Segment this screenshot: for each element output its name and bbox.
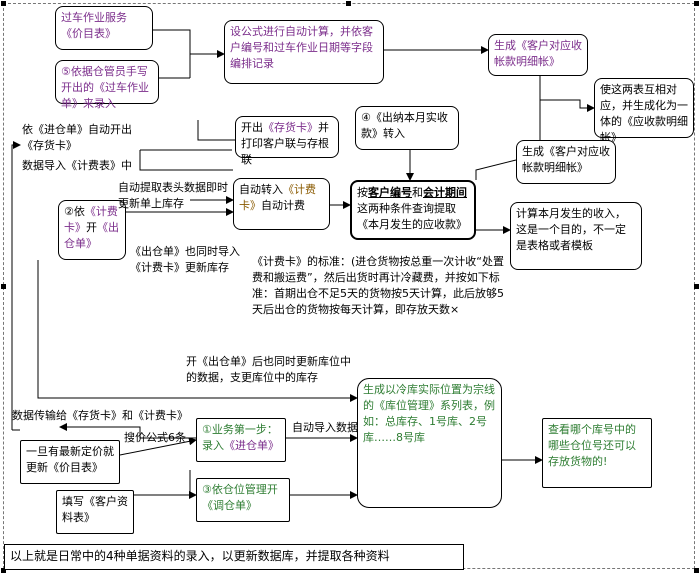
update-price-list-box: 一旦有最新定价就更新《价目表》 <box>20 440 120 484</box>
receivable-detail-box-2: 生成《客户对应收帐款明细帐》 <box>516 140 616 184</box>
open-stock-card-box: 开出《存货卡》并打印客户联与存根联 <box>235 116 339 166</box>
text: ①业务第一步：录入 <box>202 423 278 452</box>
cashier-income-box: ④《出纳本月实收款》转入 <box>355 106 459 150</box>
billing-card-outbound-box: ②依《计费卡》开《出仓单》 <box>58 200 126 260</box>
label-auto-import: 自动导入数据 <box>292 421 358 434</box>
accounting-period-key: 会计期间 <box>423 186 467 199</box>
text: ②依 <box>64 205 85 218</box>
inbound-order-link: 《进仓单》 <box>224 439 279 452</box>
text: 这两种条件查询提取《本月发生的应收款》 <box>357 202 467 231</box>
stock-card-link: 《存货卡》 <box>263 121 318 134</box>
customer-number-key: 客户编号 <box>368 186 412 199</box>
receivable-detail-box-1: 生成《客户对应收帐款明细帐》 <box>488 34 588 76</box>
merge-ledger-box: 使这两表互相对应，并生成化为一体的《应收款明细帐》 <box>594 78 694 144</box>
monthly-income-box: 计算本月发生的收入，这是一个目的，不一定是表格或者模板 <box>510 202 642 270</box>
text: 自动转入 <box>239 183 283 196</box>
text: 按 <box>357 186 368 199</box>
check-free-slots-box: 查看哪个库号中的哪些仓位号还可以存放货物的! <box>542 418 652 488</box>
customer-profile-box: 填写《客户资料表》 <box>56 490 134 534</box>
label-billing-standard: 《计费卡》的标准：(进仓货物按总重一次计收“处置费和搬运费”，然后出货时再计冷藏… <box>252 255 504 316</box>
auto-calc-box: 设公式进行自动计算，并依客户编号和过车作业日期等字段编排记录 <box>224 20 384 84</box>
billing-card-link: 《计费卡》 <box>64 205 118 234</box>
corner-handle[interactable] <box>694 568 699 573</box>
label-update-location: 开《出仓单》后也同时更新库位中的数据，支更库位中的库存 <box>186 355 351 384</box>
label-price-formula: 搜价公式6条 <box>124 431 186 444</box>
label-auto-extract: 自动提取表头数据即时更新单上库存 <box>118 181 228 210</box>
transfer-order-box: ③依仓位管理开《调仓单》 <box>196 478 290 522</box>
footer-summary: 以上就是日常中的4种单据资料的录入，以更新数据库，并提取各种资料 <box>4 544 464 570</box>
label-auto-stock-card: 依《进仓单》自动开出《存货卡》 <box>22 123 132 152</box>
location-management-box: 生成以冷库实际位置为宗线的《库位管理》系列表，例如：总库存、1号库、2号库……8… <box>357 378 502 508</box>
price-list-box: 过车作业服务《价目表》 <box>55 6 153 50</box>
edge-handle[interactable] <box>346 1 351 6</box>
auto-billing-box: 自动转入《计费卡》自动计费 <box>233 178 330 230</box>
text: 和 <box>412 186 423 199</box>
corner-handle[interactable] <box>694 1 699 6</box>
corner-handle[interactable] <box>1 1 6 6</box>
vehicle-work-order-box: ⑤依据仓管员手写开出的《过车作业单》来录入 <box>55 60 159 110</box>
text: 开出 <box>241 121 263 134</box>
edge-handle[interactable] <box>1 284 6 289</box>
label-outbound-import: 《出仓单》也同时导入《计费卡》更新库存 <box>130 245 240 274</box>
query-receivable-box: 按客户编号和会计期间这两种条件查询提取《本月发生的应收款》 <box>350 180 476 240</box>
label-import-billing: 数据导入《计费表》中 <box>22 159 132 172</box>
edge-handle[interactable] <box>694 284 699 289</box>
text: 自动计费 <box>261 199 305 212</box>
corner-handle[interactable] <box>1 568 6 573</box>
outbound-order-link: 《出仓单》 <box>64 221 119 250</box>
billing-card-link: 《计费卡》 <box>239 183 316 212</box>
text: 开 <box>86 221 97 234</box>
text: 并打印客户联与存根联 <box>241 121 329 166</box>
inbound-order-box: ①业务第一步：录入《进仓单》 <box>196 418 286 462</box>
label-data-transfer: 数据传输给《存货卡》和《计费卡》 <box>12 409 188 422</box>
